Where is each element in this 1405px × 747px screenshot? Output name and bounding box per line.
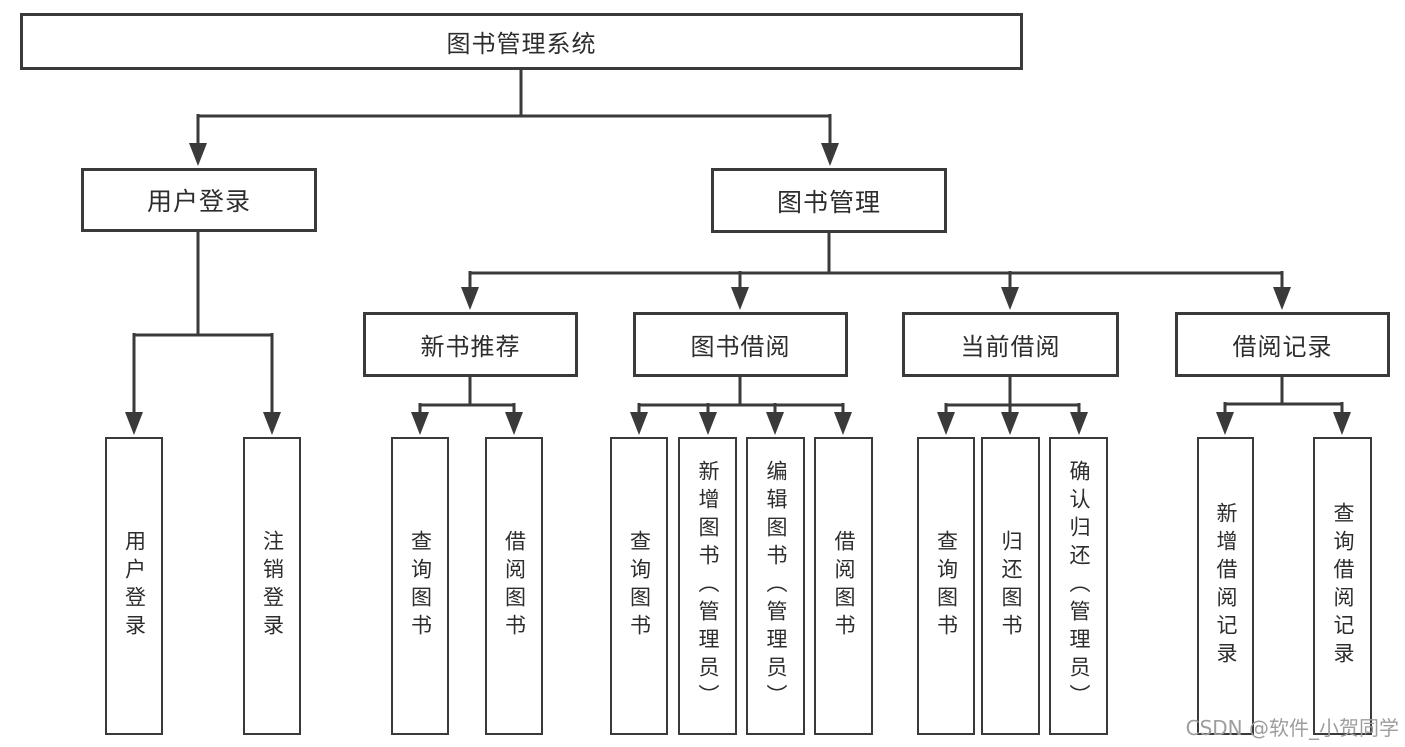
csdn-watermark: CSDN @软件_小贺同学 xyxy=(1185,716,1399,740)
leaf-query-books-current: 查询图书 xyxy=(917,437,975,735)
leaf-borrow-books-recommend: 借阅图书 xyxy=(485,437,543,735)
node-label: 新增借阅记录 xyxy=(1214,502,1238,670)
leaf-add-book-admin: 新增图书（管理员） xyxy=(678,437,737,735)
leaf-logout: 注销登录 xyxy=(243,437,301,735)
node-label: 图书借阅 xyxy=(690,333,791,361)
node-label: 新书推荐 xyxy=(420,333,521,361)
leaf-confirm-return-admin: 确认归还（管理员） xyxy=(1049,437,1108,735)
node-label: 用户登录 xyxy=(146,187,251,216)
node-label: 借阅图书 xyxy=(502,530,527,642)
node-label: 查询图书 xyxy=(408,530,433,642)
node-book-management: 图书管理 xyxy=(711,168,947,233)
leaf-borrow-books: 借阅图书 xyxy=(814,437,873,735)
node-label: 图书管理 xyxy=(776,187,881,217)
node-label: 查询借阅记录 xyxy=(1331,502,1355,670)
leaf-query-books-borrow: 查询图书 xyxy=(610,437,668,735)
node-label: 借阅记录 xyxy=(1232,333,1333,361)
node-label: 当前借阅 xyxy=(960,333,1061,361)
node-user-login: 用户登录 xyxy=(81,168,317,232)
node-borrowing-records: 借阅记录 xyxy=(1175,312,1390,377)
leaf-query-books-recommend: 查询图书 xyxy=(391,437,449,735)
node-label: 图书管理系统 xyxy=(446,30,597,58)
node-label: 新增图书（管理员） xyxy=(696,460,720,712)
node-label: 编辑图书（管理员） xyxy=(764,460,788,712)
node-label: 查询图书 xyxy=(934,530,959,642)
leaf-return-book: 归还图书 xyxy=(981,437,1040,735)
node-label: 归还图书 xyxy=(999,530,1023,642)
leaf-edit-book-admin: 编辑图书（管理员） xyxy=(746,437,805,735)
node-label: 注销登录 xyxy=(260,530,285,642)
node-label: 查询图书 xyxy=(627,530,652,642)
node-label: 确认归还（管理员） xyxy=(1067,460,1091,712)
leaf-user-login: 用户登录 xyxy=(105,437,163,735)
node-book-borrowing: 图书借阅 xyxy=(633,312,848,377)
leaf-add-borrow-record: 新增借阅记录 xyxy=(1197,437,1254,735)
node-new-book-recommendation: 新书推荐 xyxy=(363,312,578,377)
node-current-borrowing: 当前借阅 xyxy=(902,312,1119,377)
node-library-management-system: 图书管理系统 xyxy=(20,13,1023,70)
node-label: 借阅图书 xyxy=(832,530,856,642)
leaf-query-borrow-record: 查询借阅记录 xyxy=(1313,437,1372,735)
node-label: 用户登录 xyxy=(122,530,147,642)
